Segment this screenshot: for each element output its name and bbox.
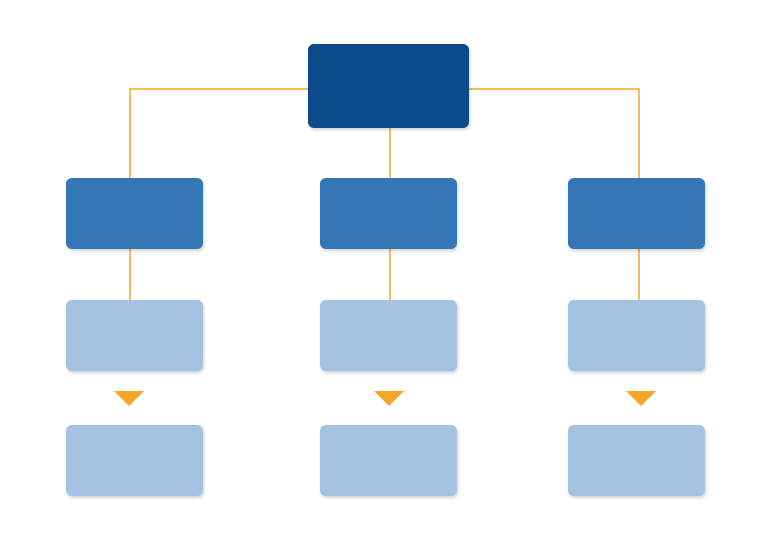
- left-down-arrow-icon: [114, 391, 144, 406]
- middle-level1-node[interactable]: [320, 178, 457, 249]
- right-level1-node[interactable]: [568, 178, 705, 249]
- left-level2-node[interactable]: [66, 300, 203, 371]
- middle-level2-node[interactable]: [320, 300, 457, 371]
- left-level3-node[interactable]: [66, 425, 203, 496]
- root-node[interactable]: [308, 44, 469, 128]
- connector-root-to-left: [129, 88, 308, 178]
- right-level3-node[interactable]: [568, 425, 705, 496]
- right-level2-node[interactable]: [568, 300, 705, 371]
- middle-down-arrow-icon: [374, 391, 404, 406]
- left-level1-node[interactable]: [66, 178, 203, 249]
- right-down-arrow-icon: [626, 391, 656, 406]
- connector-root-to-right: [469, 88, 640, 178]
- middle-level3-node[interactable]: [320, 425, 457, 496]
